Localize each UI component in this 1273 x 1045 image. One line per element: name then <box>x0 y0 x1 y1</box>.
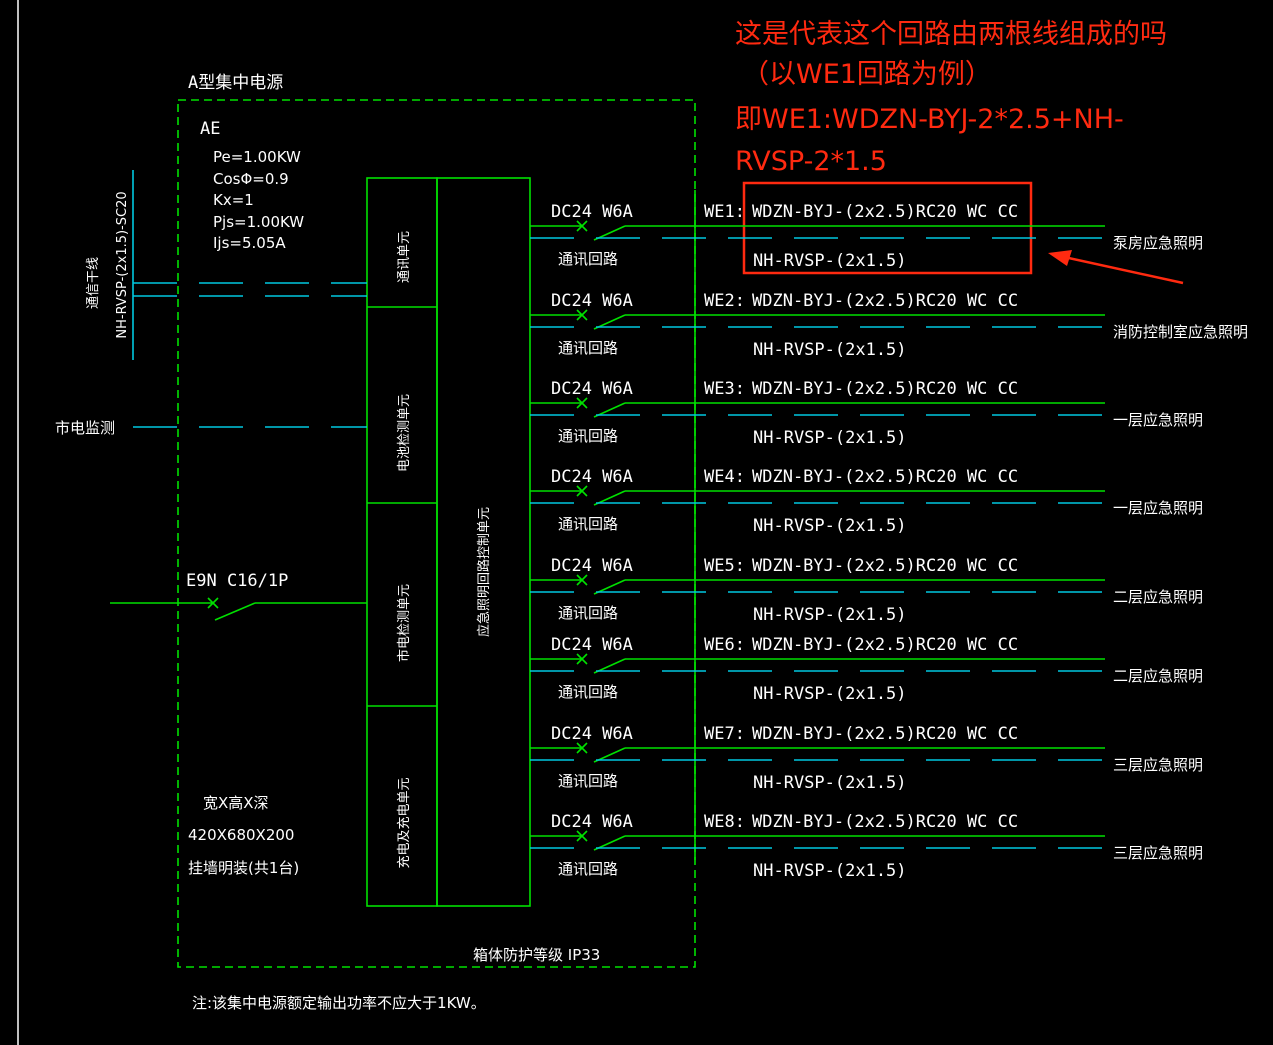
circuit-list: DC24 W6A WE1: WDZN-BYJ-(2x2.5)RC20 WC CC NH… <box>530 202 1248 881</box>
circuit-destination: 三层应急照明 <box>1113 756 1203 774</box>
circuit-comm-cable: NH-RVSP-(2x1.5) <box>753 773 907 793</box>
param-cos: CosΦ=0.9 <box>213 170 289 188</box>
arrow-shaft <box>1054 253 1184 285</box>
circuit-comm-label: 通讯回路 <box>558 515 618 533</box>
annotation-line-1: 这是代表这个回路由两根线组成的吗 <box>735 19 1167 50</box>
circuit-breaker-label: DC24 W6A <box>551 379 633 399</box>
circuit-breaker-label: DC24 W6A <box>551 202 633 222</box>
circuit-breaker-label: DC24 W6A <box>551 291 633 311</box>
breaker-x-icon <box>207 597 219 609</box>
control-unit <box>436 177 531 907</box>
panel-title: A型集中电源 <box>188 73 283 93</box>
unit-comm-label: 通讯单元 <box>397 231 412 283</box>
highlight-box <box>742 181 1033 275</box>
control-unit-label: 应急照明回路控制单元 <box>476 507 492 637</box>
circuit-comm-cable: NH-RVSP-(2x1.5) <box>753 251 907 271</box>
param-pjs: Pjs=1.00KW <box>213 213 304 231</box>
circuit-destination: 一层应急照明 <box>1113 411 1203 429</box>
circuit-breaker-label: DC24 W6A <box>551 724 633 744</box>
circuit-destination: 二层应急照明 <box>1113 588 1203 606</box>
circuit-breaker-label: DC24 W6A <box>551 467 633 487</box>
param-kx: Kx=1 <box>213 191 254 209</box>
circuit-comm-cable: NH-RVSP-(2x1.5) <box>753 428 907 448</box>
comm-cable-label: NH-RVSP-(2x1.5)-SC20 <box>115 191 130 338</box>
circuit-id: WE6: <box>704 635 745 655</box>
circuit-id: WE5: <box>704 556 745 576</box>
circuit-comm-cable: NH-RVSP-(2x1.5) <box>753 684 907 704</box>
circuit-breaker-label: DC24 W6A <box>551 556 633 576</box>
circuit-id: WE1: <box>704 202 745 222</box>
annotation-note: 这是代表这个回路由两根线组成的吗 （以WE1回路为例） 即WE1:WDZN-BY… <box>735 19 1167 177</box>
mount-label: 挂墙明装(共1台) <box>188 859 299 877</box>
unit-battery-label: 电池检测单元 <box>397 394 412 472</box>
circuit-destination: 消防控制室应急照明 <box>1113 323 1248 341</box>
circuit-destination: 二层应急照明 <box>1113 667 1203 685</box>
circuit-power-cable: WDZN-BYJ-(2x2.5)RC20 WC CC <box>752 202 1018 222</box>
panel-name: AE <box>200 119 220 139</box>
circuit-comm-label: 通讯回路 <box>558 683 618 701</box>
circuit-id: WE8: <box>704 812 745 832</box>
circuit-power-cable: WDZN-BYJ-(2x2.5)RC20 WC CC <box>752 812 1018 832</box>
circuit-id: WE7: <box>704 724 745 744</box>
circuit-destination: 三层应急照明 <box>1113 844 1203 862</box>
annotation-line-3: 即WE1:WDZN-BYJ-2*2.5+NH- <box>735 104 1124 135</box>
breaker-blade <box>214 602 256 621</box>
circuit-destination: 泵房应急照明 <box>1113 234 1203 252</box>
circuit-id: WE4: <box>704 467 745 487</box>
annotation-line-2: （以WE1回路为例） <box>742 59 992 90</box>
main-breaker-label: E9N C16/1P <box>186 571 288 591</box>
annotation-line-4: RVSP-2*1.5 <box>735 146 887 177</box>
circuit-comm-cable: NH-RVSP-(2x1.5) <box>753 861 907 881</box>
param-pe: Pe=1.00KW <box>213 148 301 166</box>
circuit-comm-label: 通讯回路 <box>558 860 618 878</box>
mains-monitor-label: 市电监测 <box>55 419 115 437</box>
annotation-arrow <box>1048 250 1184 285</box>
protection-label: 箱体防护等级 IP33 <box>473 946 600 964</box>
circuit-comm-label: 通讯回路 <box>558 604 618 622</box>
circuit-comm-cable: NH-RVSP-(2x1.5) <box>753 516 907 536</box>
circuit-power-cable: WDZN-BYJ-(2x2.5)RC20 WC CC <box>752 379 1018 399</box>
size-value: 420X680X200 <box>188 826 294 844</box>
circuit-id: WE2: <box>704 291 745 311</box>
circuit-comm-label: 通讯回路 <box>558 339 618 357</box>
circuit-destination: 一层应急照明 <box>1113 499 1203 517</box>
circuit-breaker-label: DC24 W6A <box>551 635 633 655</box>
comm-trunk-label: 通信干线 <box>86 257 101 309</box>
arrow-head <box>1048 250 1072 266</box>
circuit-comm-label: 通讯回路 <box>558 250 618 268</box>
circuit-power-cable: WDZN-BYJ-(2x2.5)RC20 WC CC <box>752 635 1018 655</box>
main-breaker <box>110 597 367 621</box>
footnote: 注:该集中电源额定输出功率不应大于1KW。 <box>192 994 486 1012</box>
circuit-power-cable: WDZN-BYJ-(2x2.5)RC20 WC CC <box>752 724 1018 744</box>
circuit-id: WE3: <box>704 379 745 399</box>
circuit-power-cable: WDZN-BYJ-(2x2.5)RC20 WC CC <box>752 556 1018 576</box>
circuit-power-cable: WDZN-BYJ-(2x2.5)RC20 WC CC <box>752 291 1018 311</box>
param-ijs: Ijs=5.05A <box>213 234 286 252</box>
circuit-comm-cable: NH-RVSP-(2x1.5) <box>753 340 907 360</box>
panel-params: Pe=1.00KW CosΦ=0.9 Kx=1 Pjs=1.00KW Ijs=5… <box>213 148 304 252</box>
circuit-comm-label: 通讯回路 <box>558 427 618 445</box>
circuit-breaker-label: DC24 W6A <box>551 812 633 832</box>
unit-mains-label: 市电检测单元 <box>396 584 412 662</box>
circuit-power-cable: WDZN-BYJ-(2x2.5)RC20 WC CC <box>752 467 1018 487</box>
size-label: 宽X高X深 <box>203 794 269 812</box>
unit-charge-label: 充电及充电单元 <box>396 777 412 868</box>
circuit-comm-cable: NH-RVSP-(2x1.5) <box>753 605 907 625</box>
circuit-comm-label: 通讯回路 <box>558 772 618 790</box>
